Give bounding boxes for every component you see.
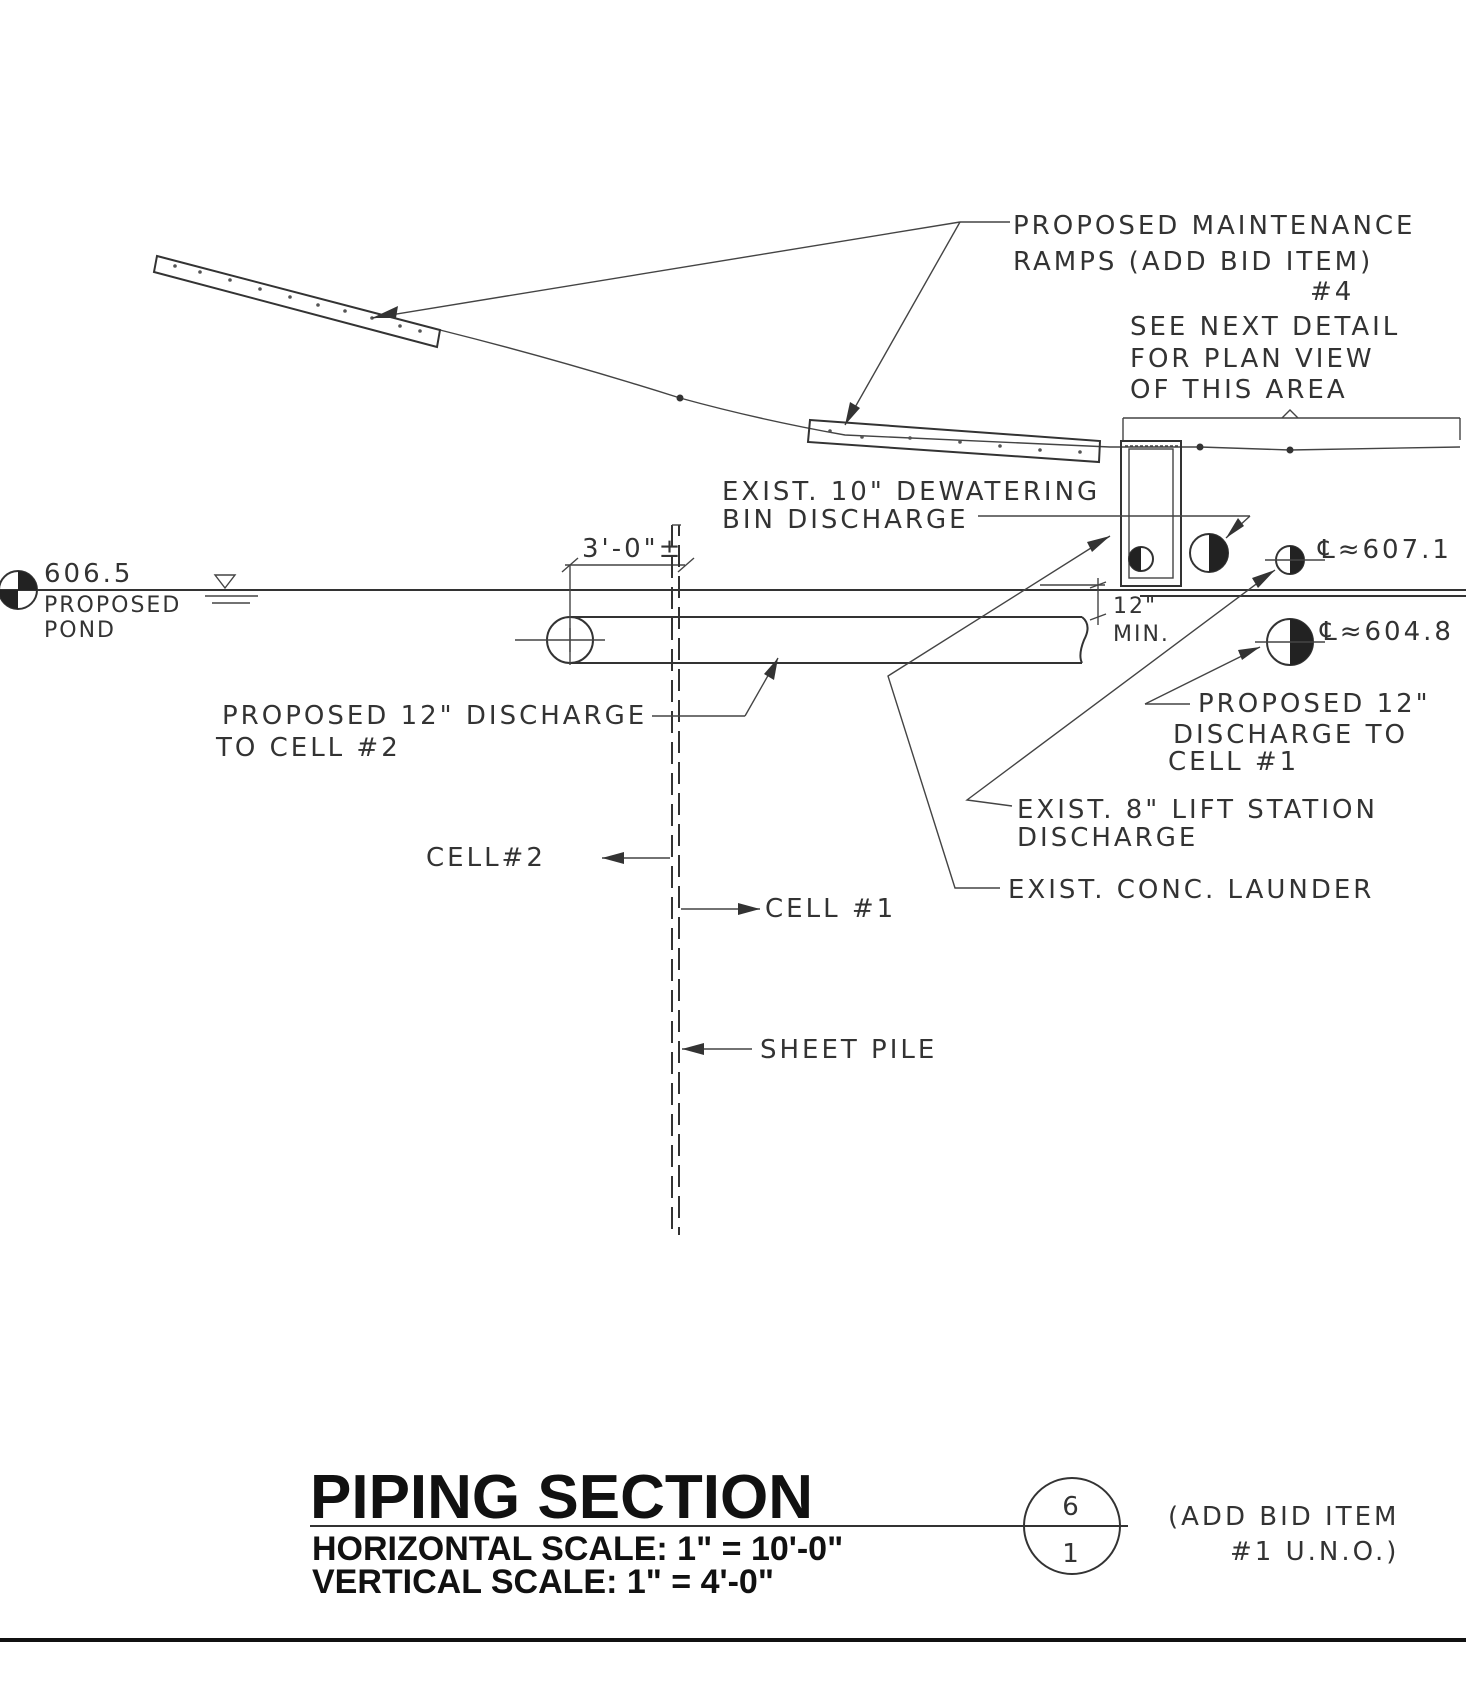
lift-station-leader bbox=[965, 569, 1276, 807]
prop12-cell1-line3: CELL #1 bbox=[1168, 747, 1299, 777]
prop12-cell2-line2: TO CELL #2 bbox=[215, 733, 401, 763]
cell2-label: CELL#2 bbox=[426, 843, 546, 873]
sheet-pile-label: SHEET PILE bbox=[760, 1035, 937, 1065]
dewatering-note-line1: EXIST. 10" DEWATERING bbox=[722, 477, 1100, 507]
prop12-cell2-line1: PROPOSED 12" DISCHARGE bbox=[222, 701, 647, 731]
prop12-cell2-leader bbox=[652, 657, 779, 717]
sheet-pile bbox=[671, 524, 681, 1235]
profile-point bbox=[676, 394, 684, 402]
vertical-scale: VERTICAL SCALE: 1" = 4'-0" bbox=[312, 1563, 774, 1601]
bid-item-note-line2: #1 U.N.O.) bbox=[1230, 1537, 1399, 1567]
lift-station-line2: DISCHARGE bbox=[1017, 823, 1198, 853]
ramps-note-line3: #4 bbox=[1310, 277, 1354, 307]
ramps-leader bbox=[371, 221, 1010, 426]
dimension-12in-min bbox=[1040, 578, 1107, 625]
elevation-marker-left bbox=[0, 570, 38, 610]
dimension-min-label: MIN. bbox=[1113, 622, 1170, 647]
ramps-note-line1: PROPOSED MAINTENANCE bbox=[1013, 211, 1415, 241]
drawing-title: PIPING SECTION bbox=[310, 1463, 813, 1532]
maintenance-ramp-upper bbox=[152, 254, 442, 349]
ramps-note-line2: RAMPS (ADD BID ITEM) bbox=[1013, 247, 1373, 277]
concrete-launder bbox=[1120, 440, 1182, 587]
dewatering-pipe-symbol bbox=[1189, 533, 1229, 573]
elevation-lower-right: ℄≈604.8 bbox=[1319, 617, 1454, 647]
dimension-3ft bbox=[561, 557, 695, 665]
cell1-label: CELL #1 bbox=[765, 894, 896, 924]
profile-point bbox=[1196, 443, 1204, 451]
launder-leader bbox=[887, 535, 1111, 889]
dimension-3ft-label: 3'-0"± bbox=[582, 534, 683, 564]
pond-label-line1: PROPOSED bbox=[44, 593, 181, 618]
elevation-upper-right: ℄≈607.1 bbox=[1317, 535, 1452, 565]
see-next-detail-line1: SEE NEXT DETAIL bbox=[1130, 312, 1400, 342]
pipe-symbol-upper-right bbox=[1265, 545, 1325, 575]
bid-item-note-line1: (ADD BID ITEM bbox=[1168, 1502, 1399, 1532]
prop12-cell1-leader bbox=[1144, 646, 1261, 705]
pond-label-line2: POND bbox=[44, 618, 116, 643]
profile-point bbox=[1286, 446, 1294, 454]
see-next-detail-line3: OF THIS AREA bbox=[1130, 375, 1348, 405]
prop12-cell1-line1: PROPOSED 12" bbox=[1198, 689, 1431, 719]
horizontal-scale: HORIZONTAL SCALE: 1" = 10'-0" bbox=[312, 1530, 843, 1568]
detail-number: 6 bbox=[1062, 1492, 1082, 1522]
dewatering-leader bbox=[978, 515, 1251, 539]
lift-station-line1: EXIST. 8" LIFT STATION bbox=[1017, 795, 1378, 825]
cell2-arrow bbox=[602, 852, 670, 864]
sheet-number: 1 bbox=[1062, 1539, 1082, 1569]
launder-label: EXIST. CONC. LAUNDER bbox=[1008, 875, 1374, 905]
dimension-12in-label: 12" bbox=[1113, 594, 1157, 619]
water-surface bbox=[0, 574, 1466, 604]
pipe-symbol-lower-right bbox=[1255, 618, 1325, 666]
maintenance-ramp-lower bbox=[806, 418, 1102, 464]
see-next-detail-line2: FOR PLAN VIEW bbox=[1130, 344, 1375, 374]
elevation-left: 606.5 bbox=[44, 559, 133, 589]
area-dimension-bracket bbox=[1122, 409, 1461, 440]
sheet-pile-arrow bbox=[682, 1043, 752, 1055]
cell1-arrow bbox=[681, 903, 760, 915]
proposed-12in-pipe-cell2 bbox=[515, 616, 1089, 664]
prop12-cell1-line2: DISCHARGE TO bbox=[1173, 720, 1408, 750]
dewatering-note-line2: BIN DISCHARGE bbox=[722, 505, 969, 535]
detail-reference-bubble bbox=[1023, 1477, 1121, 1575]
